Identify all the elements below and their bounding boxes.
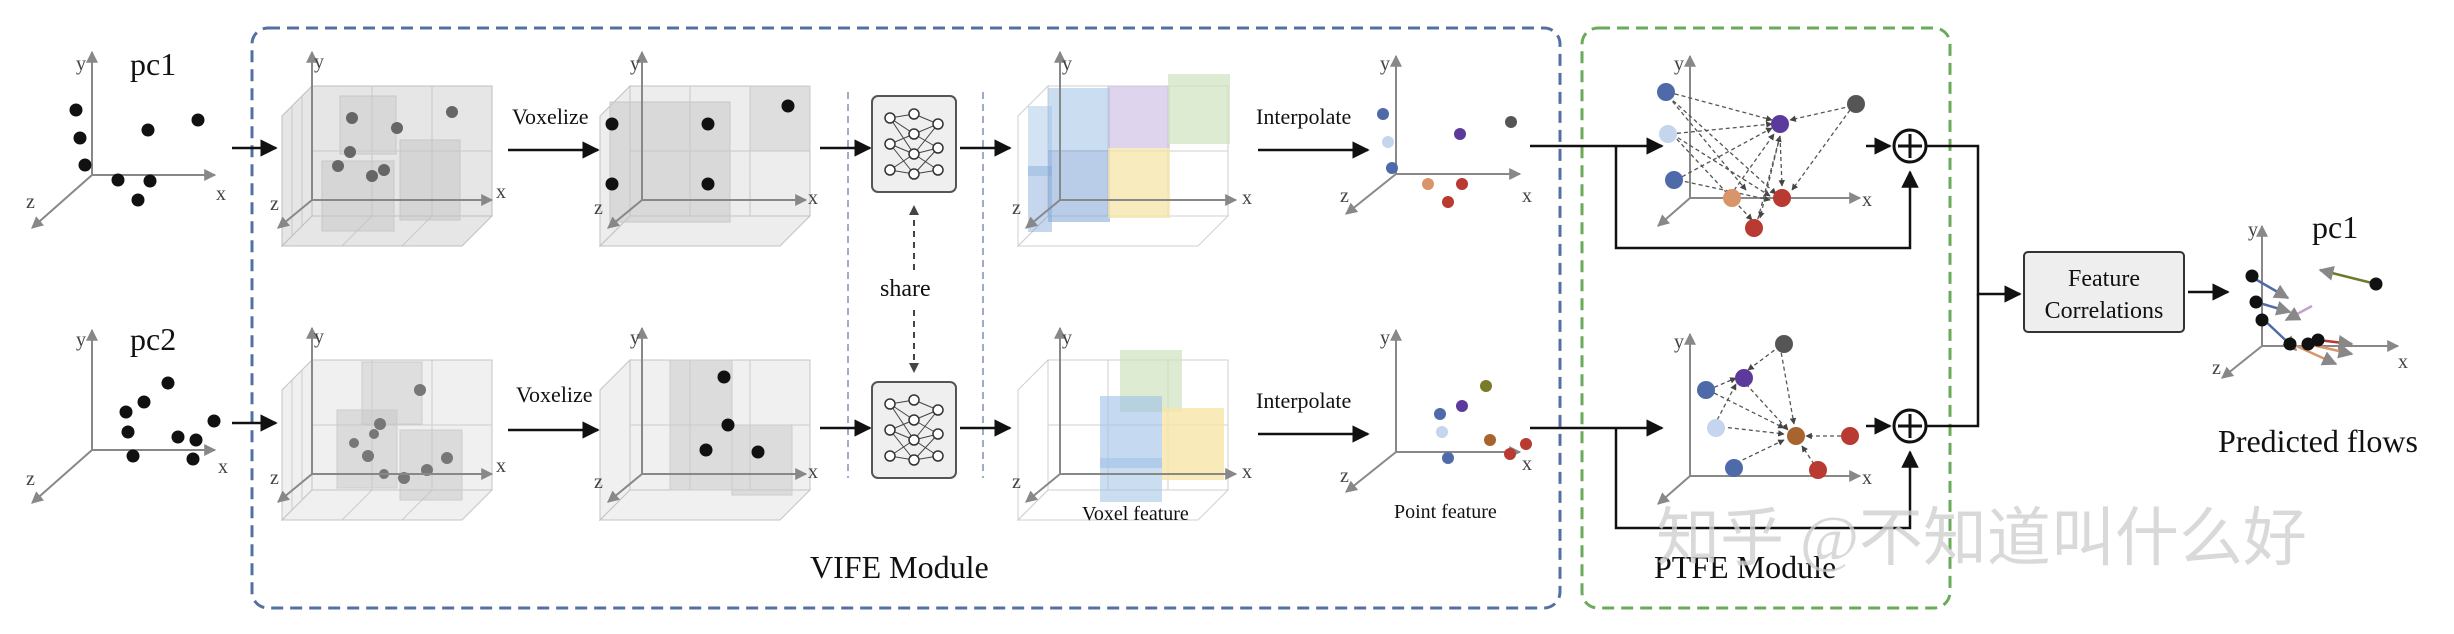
voxel-feature-grid-pc2	[1016, 350, 1230, 522]
axis-x-label: x	[1522, 453, 1532, 475]
ptfe-skip-path-top	[1614, 146, 1919, 250]
axis-z-label: z	[594, 471, 603, 493]
feature-correlations-box: Feature Correlations	[2023, 251, 2185, 333]
axis-y-label: y	[1062, 53, 1072, 75]
axis-x-label: x	[496, 455, 506, 477]
voxelize-label-top: Voxelize	[512, 104, 589, 129]
point-feature-plot-pc2: y x z	[1340, 327, 1532, 493]
axis-x-label: x	[218, 456, 228, 478]
axis-x-label: x	[496, 181, 506, 203]
ptfe-graph-pc1: y x	[1657, 53, 1872, 237]
axis-x-label: x	[1862, 467, 1872, 489]
axis-z-label: z	[1340, 185, 1349, 207]
ptfe-module-frame	[1580, 26, 1952, 610]
voxel-grid-pc2-axes	[277, 326, 494, 503]
axis-x-label: x	[808, 461, 818, 483]
axis-y-label: y	[2248, 219, 2258, 241]
axis-z-label: z	[26, 191, 35, 213]
sum-node-bottom	[1892, 408, 1928, 444]
ptfe-module-label: PTFE Module	[1654, 549, 1836, 585]
sum-node-top	[1892, 128, 1928, 164]
sum-to-correlation-top	[1926, 144, 2022, 303]
axis-x-label: x	[216, 183, 226, 205]
axis-z-label: z	[594, 197, 603, 219]
axis-y-label: y	[76, 53, 86, 75]
point-feature-label: Point feature	[1394, 501, 1497, 523]
voxelized-grid-pc1	[598, 84, 812, 248]
axis-y-label: y	[1062, 327, 1072, 349]
predicted-flows-label: Predicted flows	[2218, 423, 2418, 459]
voxel-grid-pc1	[280, 84, 494, 248]
axis-x-label: x	[1242, 187, 1252, 209]
ptfe-graph-pc2: y x	[1657, 331, 1872, 505]
axis-y-label: y	[630, 53, 640, 75]
feature-correlations-line1: Feature	[2068, 266, 2140, 292]
axis-z-label: z	[1012, 197, 1021, 219]
pc2-points	[119, 376, 221, 466]
voxel-feature-label: Voxel feature	[1082, 503, 1189, 525]
axis-x-label: x	[808, 187, 818, 209]
output-pc1-label: pc1	[2312, 209, 2358, 245]
voxel-grid-pc2	[280, 358, 494, 522]
vife-module-frame	[250, 26, 1562, 610]
voxelized-grid-pc2	[598, 358, 812, 522]
pc1-label: pc1	[130, 46, 176, 82]
shared-network-top	[871, 95, 957, 193]
axis-y-label: y	[314, 51, 324, 73]
point-feature-plot-pc1: y x z	[1340, 53, 1532, 215]
axis-y-label: y	[1380, 53, 1390, 75]
pc1-input-plot: y x z pc1	[26, 46, 226, 229]
sum-to-correlation-bottom	[1926, 294, 1980, 428]
axis-y-label: y	[1674, 53, 1684, 75]
watermark: 知乎 @不知道叫什么好	[1656, 503, 2307, 574]
voxelize-label-bottom: Voxelize	[516, 382, 593, 407]
feature-correlations-line2: Correlations	[2045, 298, 2164, 324]
vife-module-label: VIFE Module	[810, 549, 989, 585]
axis-y-label: y	[1674, 331, 1684, 353]
shared-network-bottom	[871, 381, 957, 479]
axis-system: y x z	[26, 50, 226, 229]
axis-z-label: z	[270, 193, 279, 215]
voxel-grid-pc1-axes	[277, 50, 494, 229]
axis-z-label: z	[1012, 471, 1021, 493]
axis-x-label: x	[1862, 189, 1872, 211]
watermark-text: 知乎 @不知道叫什么好	[1656, 503, 2307, 574]
axis-system: y x z	[26, 328, 228, 504]
share-label: share	[880, 276, 931, 302]
voxelized-grid-axes	[607, 50, 808, 503]
voxel-feature-grid-pc1	[1016, 74, 1230, 248]
axis-y-label: y	[630, 327, 640, 349]
axis-z-label: z	[2212, 357, 2221, 379]
axis-z-label: z	[1340, 465, 1349, 487]
axis-y-label: y	[1380, 327, 1390, 349]
axis-y-label: y	[314, 326, 324, 348]
voxel-feature-axes	[1025, 50, 1238, 503]
predicted-flows-plot: y x z pc1	[2212, 209, 2408, 379]
axis-x-label: x	[2398, 351, 2408, 373]
interpolate-label-top: Interpolate	[1256, 104, 1351, 129]
axis-x-label: x	[1522, 185, 1532, 207]
axis-x-label: x	[1242, 461, 1252, 483]
pc1-points	[69, 103, 205, 207]
pc2-input-plot: y x z pc2	[26, 321, 228, 504]
axis-z-label: z	[270, 467, 279, 489]
pc2-label: pc2	[130, 321, 176, 357]
axis-z-label: z	[26, 468, 35, 490]
axis-y-label: y	[76, 329, 86, 351]
interpolate-label-bottom: Interpolate	[1256, 388, 1351, 413]
ptfe-skip-path-bottom	[1614, 428, 1919, 530]
